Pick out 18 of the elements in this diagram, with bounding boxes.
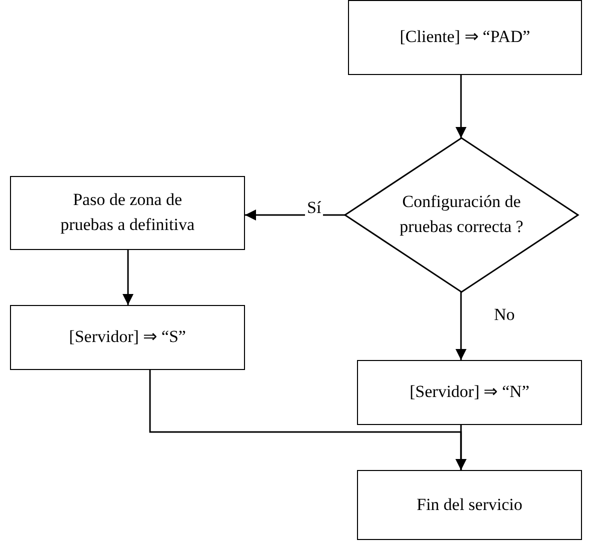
arrow [122,250,134,305]
node-label: Configuración de pruebas correcta ? [398,191,524,238]
node-label: Fin del servicio [416,494,522,516]
arrow [149,370,466,470]
arrow [456,292,466,360]
node-label: [Servidor] ⇒ “S” [69,326,186,348]
process-box [348,0,582,75]
arrow [245,210,345,220]
node-label: Paso de zona de pruebas a definitiva [59,189,196,236]
process-box [10,305,245,370]
node-label: [Servidor] ⇒ “N” [410,381,530,404]
node-label: [Cliente] ⇒ “PAD” [400,26,530,48]
process-box [357,470,582,540]
process-box [10,176,245,250]
process-box [357,360,582,425]
decision-diamond [345,138,578,292]
edge-label: Sí [305,198,324,218]
arrow [456,75,466,138]
